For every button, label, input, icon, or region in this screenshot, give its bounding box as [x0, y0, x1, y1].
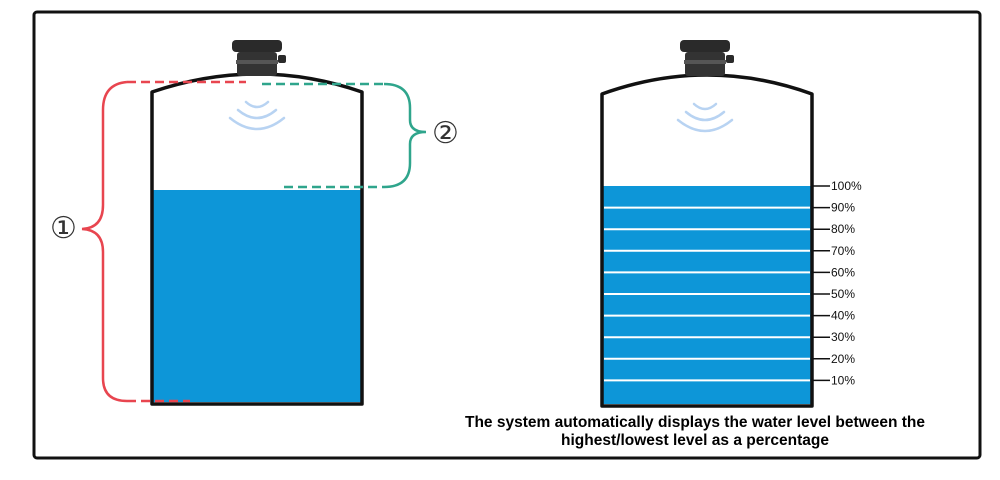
level-tick-label: 40%	[831, 309, 855, 323]
label-gap-range: ②	[432, 116, 459, 151]
level-tick-label: 70%	[831, 244, 855, 258]
level-tick-label: 50%	[831, 287, 855, 301]
level-tick-label: 100%	[831, 179, 862, 193]
level-tick-label: 30%	[831, 330, 855, 344]
bracket-gap-range	[262, 82, 427, 189]
right-signal-waves-icon	[676, 102, 734, 133]
level-tick-label: 60%	[831, 265, 855, 279]
caption: The system automatically displays the wa…	[400, 414, 990, 450]
right-sensor-icon	[680, 40, 734, 76]
right-tank-water	[602, 186, 812, 404]
caption-line-1: The system automatically displays the wa…	[464, 414, 925, 431]
left-tank: ① ②	[50, 40, 459, 406]
level-tick-label: 90%	[831, 201, 855, 215]
caption-line-2: highest/lowest level as a percentage	[561, 432, 829, 449]
right-tank: 100% 90% 80% 70% 60% 50% 40% 30% 20% 10%	[600, 40, 862, 408]
level-tick-label: 80%	[831, 222, 855, 236]
left-tank-water	[152, 190, 362, 402]
level-tick-label: 10%	[831, 373, 855, 387]
left-sensor-icon	[232, 40, 286, 76]
label-total-range: ①	[50, 211, 77, 246]
level-lines	[604, 206, 810, 382]
level-scale: 100% 90% 80% 70% 60% 50% 40% 30% 20% 10%	[812, 179, 862, 387]
bracket-total-range	[81, 80, 246, 403]
left-signal-waves-icon	[228, 100, 286, 131]
level-tick-label: 20%	[831, 352, 855, 366]
